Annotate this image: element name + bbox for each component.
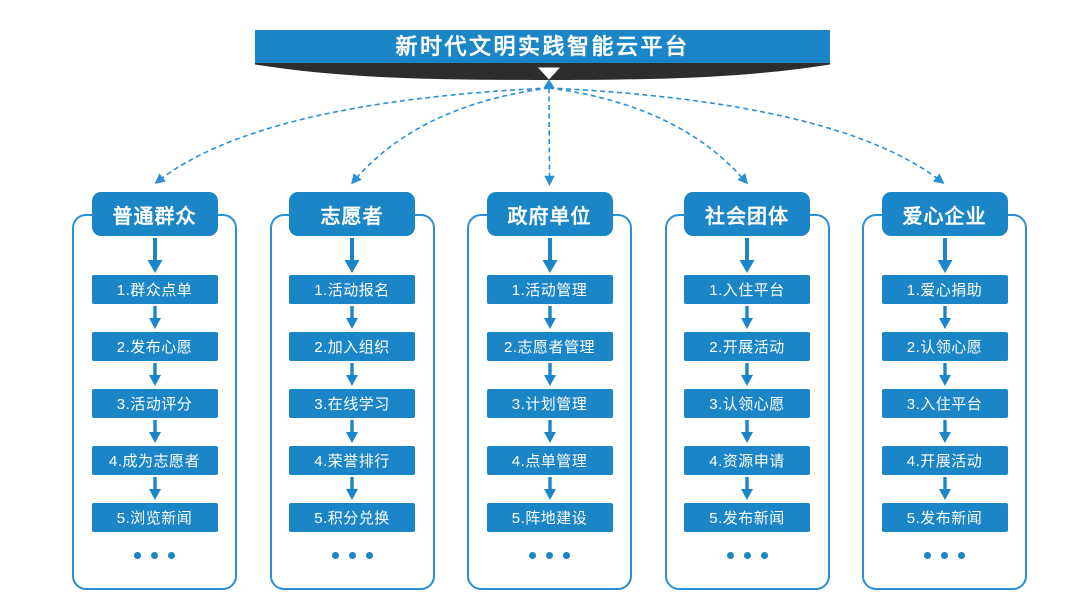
arrow-down-icon (740, 304, 754, 332)
arrow-down-icon (740, 361, 754, 389)
arrow-down-icon (936, 236, 954, 275)
column-header: 爱心企业 (881, 192, 1008, 236)
arrow-down-icon (543, 304, 557, 332)
flow-step: 5.发布新闻 (881, 503, 1008, 532)
flow-step: 1.爱心捐助 (881, 275, 1008, 304)
ellipsis-dots-icon (924, 552, 965, 559)
arrow-down-icon (345, 361, 359, 389)
column-volunteer: 志愿者 1.活动报名 2.加入组织 3.在线学习 4.荣誉排行 5.积分兑换 (269, 192, 435, 590)
arrow-down-icon (938, 361, 952, 389)
arrow-down-icon (740, 418, 754, 446)
column-header: 社会团体 (684, 192, 810, 236)
arrow-down-icon (543, 418, 557, 446)
column-header: 志愿者 (289, 192, 415, 236)
ellipsis-dots-icon (529, 552, 570, 559)
flow-step: 2.开展活动 (684, 332, 810, 361)
flow-step: 2.认领心愿 (881, 332, 1008, 361)
arrow-down-icon (345, 304, 359, 332)
flow-step: 4.成为志愿者 (91, 446, 218, 475)
connector-arrows (154, 79, 945, 187)
flow-step: 4.荣誉排行 (289, 446, 415, 475)
column-header: 普通群众 (91, 192, 218, 236)
title-ribbon (255, 63, 830, 80)
flow-step: 5.浏览新闻 (91, 503, 218, 532)
arrow-down-icon (345, 475, 359, 503)
flow-step: 1.群众点单 (91, 275, 218, 304)
arrow-down-icon (345, 418, 359, 446)
flow-step: 3.认领心愿 (684, 389, 810, 418)
arrow-down-icon (938, 418, 952, 446)
flow-step: 2.志愿者管理 (486, 332, 613, 361)
flow-step: 2.发布心愿 (91, 332, 218, 361)
page-title: 新时代文明实践智能云平台 (255, 30, 830, 63)
flow-step: 5.发布新闻 (684, 503, 810, 532)
dashed-connector-1 (154, 87, 550, 184)
arrow-down-icon (740, 475, 754, 503)
flow-step: 5.积分兑换 (289, 503, 415, 532)
dashed-connector-5 (548, 87, 945, 184)
arrow-down-icon (543, 361, 557, 389)
arrow-down-icon (738, 236, 756, 275)
flow-step: 3.活动评分 (91, 389, 218, 418)
arrow-down-icon (938, 475, 952, 503)
arrow-down-icon (148, 304, 162, 332)
flow-step: 1.活动报名 (289, 275, 415, 304)
column-enterprise: 爱心企业 1.爱心捐助 2.认领心愿 3.入住平台 4.开展活动 5.发布新闻 (862, 192, 1027, 590)
arrow-down-icon (148, 418, 162, 446)
arrow-down-icon (938, 304, 952, 332)
flow-step: 1.活动管理 (486, 275, 613, 304)
flow-step: 4.资源申请 (684, 446, 810, 475)
dashed-connector-2 (350, 87, 550, 185)
flow-step: 5.阵地建设 (486, 503, 613, 532)
flow-step: 2.加入组织 (289, 332, 415, 361)
dashed-connector-3 (544, 87, 555, 187)
ellipsis-dots-icon (134, 552, 175, 559)
flow-step: 4.开展活动 (881, 446, 1008, 475)
column-social-group: 社会团体 1.入住平台 2.开展活动 3.认领心愿 4.资源申请 5.发布新闻 (664, 192, 830, 590)
column-general-public: 普通群众 1.群众点单 2.发布心愿 3.活动评分 4.成为志愿者 5.浏览新闻 (72, 192, 237, 590)
arrow-down-icon (148, 361, 162, 389)
down-arrow-icon (538, 67, 560, 80)
ellipsis-dots-icon (331, 552, 373, 559)
column-government: 政府单位 1.活动管理 2.志愿者管理 3.计划管理 4.点单管理 5.阵地建设 (467, 192, 632, 590)
arrow-down-icon (541, 236, 559, 275)
arrow-down-icon (146, 236, 164, 275)
arrow-down-icon (343, 236, 361, 275)
arrow-down-icon (543, 475, 557, 503)
column-header: 政府单位 (486, 192, 613, 236)
flow-step: 1.入住平台 (684, 275, 810, 304)
flow-step: 3.入住平台 (881, 389, 1008, 418)
arrow-down-icon (148, 475, 162, 503)
hub-marker-icon (543, 79, 555, 88)
flow-step: 3.在线学习 (289, 389, 415, 418)
ellipsis-dots-icon (726, 552, 768, 559)
flow-step: 4.点单管理 (486, 446, 613, 475)
columns-row: 普通群众 1.群众点单 2.发布心愿 3.活动评分 4.成为志愿者 5.浏览新闻 (72, 192, 1027, 590)
flow-step: 3.计划管理 (486, 389, 613, 418)
dashed-connector-4 (548, 87, 749, 185)
